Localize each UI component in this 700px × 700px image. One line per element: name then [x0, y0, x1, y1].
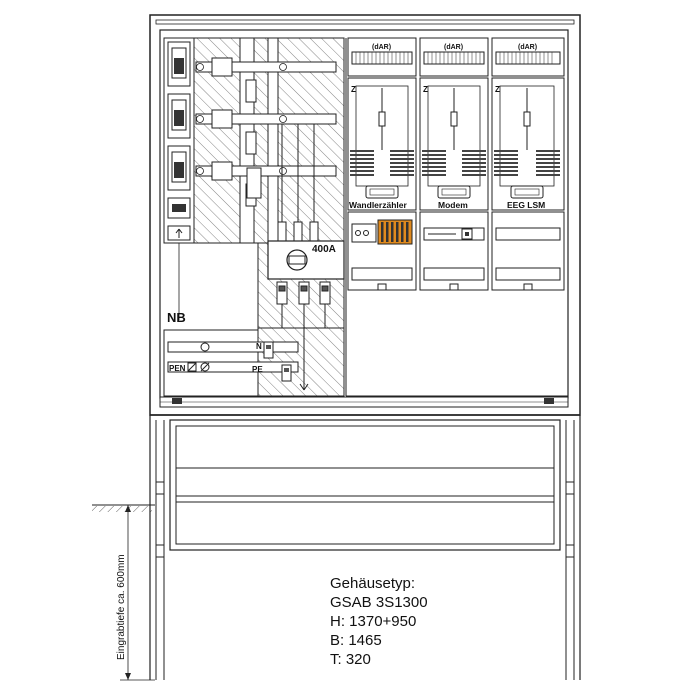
fuse-2: [167, 93, 191, 139]
pen-label: PEN: [169, 364, 186, 373]
eeg-lsm-label: EEG LSM: [507, 200, 545, 210]
z-label-2: Z: [423, 85, 428, 94]
modem-device: [423, 227, 485, 241]
ground-marker: Eingrabtiefe ca. 600mm: [92, 504, 155, 681]
neutral-rail-area: N PEN PE: [163, 329, 299, 397]
switch-rating-label: 400A: [312, 244, 336, 255]
dar-label-2: (dAR): [444, 44, 463, 51]
spec-model: GSAB 3S1300: [330, 594, 428, 611]
meter-column-1: (dAR) Z Wandlerzähler: [347, 37, 417, 291]
meter-column-3: (dAR) Z EEG LSM: [491, 37, 565, 291]
nb-label: NB: [167, 310, 186, 325]
burial-depth-label: Eingrabtiefe ca. 600mm: [116, 554, 127, 660]
terminal-block: [351, 219, 413, 245]
spec-height: H: 1370+950: [330, 613, 417, 630]
fuse-3: [167, 145, 191, 191]
main-switch-400a: 400A: [267, 240, 345, 280]
n-label: N: [256, 342, 262, 351]
wandlerzaehler-label: Wandlerzähler: [349, 200, 407, 210]
fuse-column: [163, 37, 195, 320]
spec-depth: T: 320: [330, 651, 371, 668]
z-label-1: Z: [351, 85, 356, 94]
spec-width: B: 1465: [330, 632, 382, 649]
switch-outputs: [276, 281, 331, 391]
base-plinth: [149, 415, 581, 680]
meter-column-2: (dAR) Z Modem: [419, 37, 489, 291]
dar-label-3: (dAR): [518, 44, 537, 51]
busbar-system: [195, 37, 337, 244]
right-section-frame: [345, 38, 568, 397]
z-label-3: Z: [495, 85, 500, 94]
dar-label-1: (dAR): [372, 44, 391, 51]
fuse-1: [167, 41, 191, 87]
modem-label: Modem: [438, 200, 468, 210]
pe-label: PE: [252, 365, 263, 374]
spec-type-label: Gehäusetyp:: [330, 575, 416, 592]
